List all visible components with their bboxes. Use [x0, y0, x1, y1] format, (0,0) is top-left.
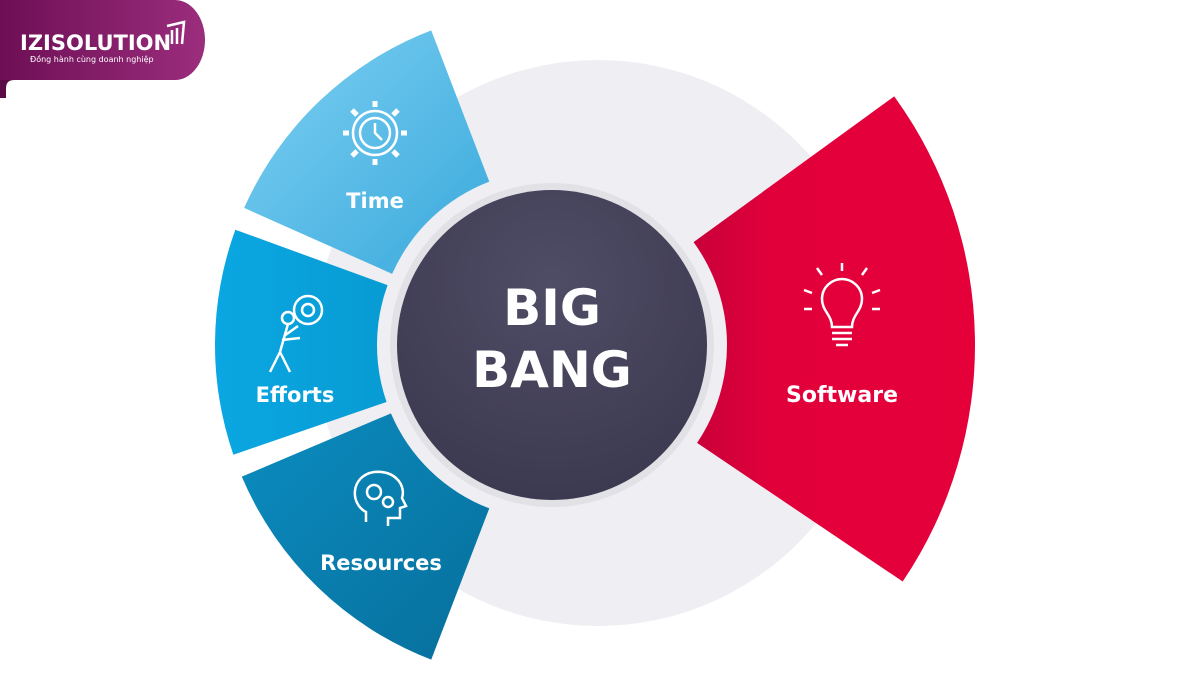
head-gears-icon — [353, 470, 408, 526]
segment-label-time: Time — [346, 189, 404, 213]
center-title-line2: BANG — [472, 341, 632, 399]
clock-gear-icon — [343, 101, 407, 165]
center-title-line1: BIG — [503, 279, 601, 337]
person-pushing-gear-icon — [268, 294, 324, 373]
segment-efforts — [214, 229, 388, 455]
segment-label-efforts: Efforts — [256, 383, 335, 407]
output-label-software: Software — [786, 383, 898, 408]
segment-resources — [241, 413, 490, 660]
logo-tagline: Đồng hành cùng doanh nghiệp — [30, 54, 154, 64]
izisolution-logo: IZISOLUTION Đồng hành cùng doanh nghiệp — [0, 0, 205, 98]
center-circle — [397, 190, 707, 500]
segment-label-resources: Resources — [320, 551, 442, 575]
lightbulb-icon — [803, 263, 881, 347]
logo-name: IZISOLUTION — [20, 31, 171, 55]
